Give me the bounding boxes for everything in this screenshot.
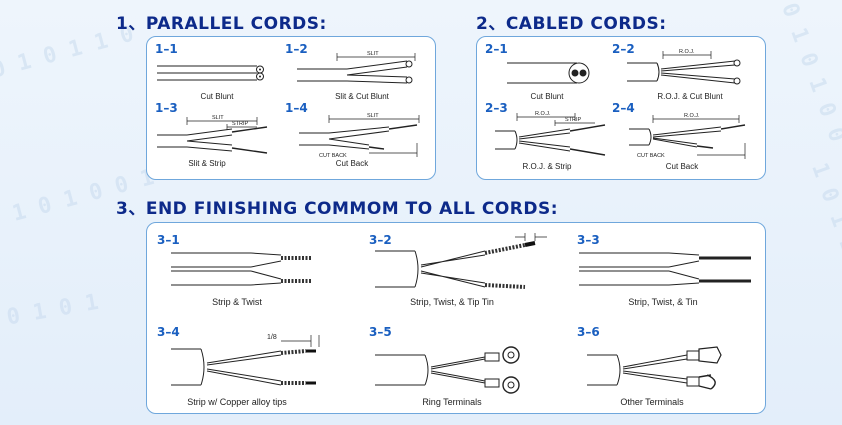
section-1-heading: 1、PARALLEL CORDS:: [116, 14, 327, 34]
strip-copper-tips-diagram: 1/8: [171, 334, 320, 386]
item-caption: Slit & Strip: [188, 159, 226, 168]
item-caption: Cut Blunt: [530, 92, 564, 101]
slit-label: SLIT: [212, 115, 224, 121]
item-number: 1–2: [285, 42, 308, 56]
item-caption: Strip & Twist: [212, 297, 262, 307]
slit-cut-blunt-diagram: SLIT: [297, 51, 416, 84]
item-number: 1–4: [285, 101, 308, 115]
item-caption: Cut Back: [335, 159, 369, 168]
item-caption: Cut Back: [665, 162, 699, 171]
ring-terminals-diagram: [375, 346, 520, 394]
item-number: 3–4: [157, 325, 180, 339]
cut-back-label: CUT BACK: [637, 153, 665, 159]
cut-back-diagram: SLIT CUT BACK: [299, 113, 420, 159]
item-number: 3–2: [369, 233, 392, 247]
item-caption: Slit & Cut Blunt: [335, 92, 389, 101]
strip-twist-tip-tin-diagram: [375, 233, 547, 289]
item-caption: R.O.J. & Strip: [522, 162, 572, 171]
cut-blunt-diagram: [157, 65, 264, 81]
cabled-cords-panel: 2–1 Cut Blunt 2–2 R.O.J. R.O.J. & Cut Bl…: [476, 36, 766, 180]
item-caption: Strip w/ Copper alloy tips: [187, 397, 287, 407]
strip-twist-diagram: [171, 252, 311, 286]
item-caption: R.O.J. & Cut Blunt: [657, 92, 723, 101]
item-number: 2–2: [612, 42, 635, 56]
strip-twist-tin-diagram: [579, 252, 751, 286]
item-number: 2–4: [612, 101, 635, 115]
other-terminals-diagram: [587, 346, 722, 390]
item-caption: Strip, Twist, & Tin: [628, 297, 698, 307]
section-2-heading: 2、CABLED CORDS:: [476, 14, 667, 34]
dimension-label: 1/8: [267, 334, 277, 341]
item-number: 3–5: [369, 325, 392, 339]
cabled-cut-back-diagram: R.O.J. CUT BACK: [629, 113, 746, 159]
item-caption: Ring Terminals: [422, 397, 482, 407]
item-number: 1–1: [155, 42, 178, 56]
roj-cut-blunt-diagram: R.O.J.: [627, 49, 741, 85]
strip-label: STRIP: [232, 121, 249, 127]
roj-strip-diagram: R.O.J. STRIP: [495, 111, 606, 156]
item-caption: Strip, Twist, & Tip Tin: [410, 297, 494, 307]
slit-label: SLIT: [367, 113, 379, 119]
roj-label: R.O.J.: [679, 49, 695, 55]
item-number: 1–3: [155, 101, 178, 115]
slit-strip-diagram: SLIT STRIP: [157, 115, 268, 154]
item-number: 3–6: [577, 325, 600, 339]
end-finishing-panel: 3–1 Strip & Twist 3–2 Strip, Twist, & Ti…: [146, 222, 766, 414]
item-number: 3–3: [577, 233, 600, 247]
parallel-cords-panel: 1–1 Cut Blunt 1–2 SLIT Slit & Cut Blunt …: [146, 36, 436, 180]
item-caption: Cut Blunt: [200, 92, 234, 101]
strip-label: STRIP: [565, 117, 582, 123]
slit-label: SLIT: [367, 51, 379, 57]
roj-label: R.O.J.: [535, 111, 551, 117]
roj-label: R.O.J.: [684, 113, 700, 119]
item-number: 2–3: [485, 101, 508, 115]
cabled-cut-blunt-diagram: [507, 62, 590, 84]
item-caption: Other Terminals: [620, 397, 684, 407]
cut-back-label: CUT BACK: [319, 153, 347, 159]
item-number: 3–1: [157, 233, 180, 247]
item-number: 2–1: [485, 42, 508, 56]
section-3-heading: 3、END FINISHING COMMOM TO ALL CORDS:: [116, 199, 559, 219]
